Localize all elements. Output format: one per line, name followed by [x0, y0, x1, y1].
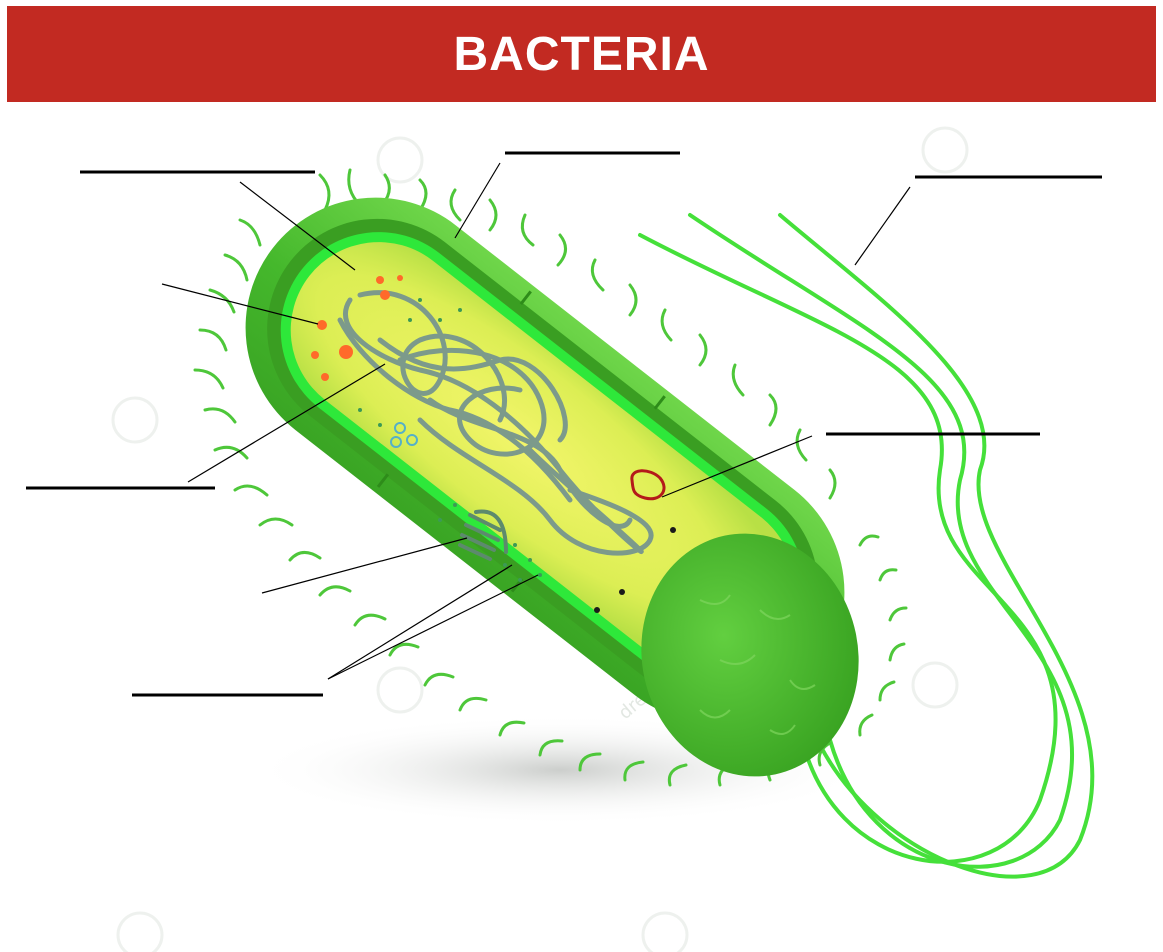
- bacteria-diagram: dreamstime: [0, 0, 1163, 952]
